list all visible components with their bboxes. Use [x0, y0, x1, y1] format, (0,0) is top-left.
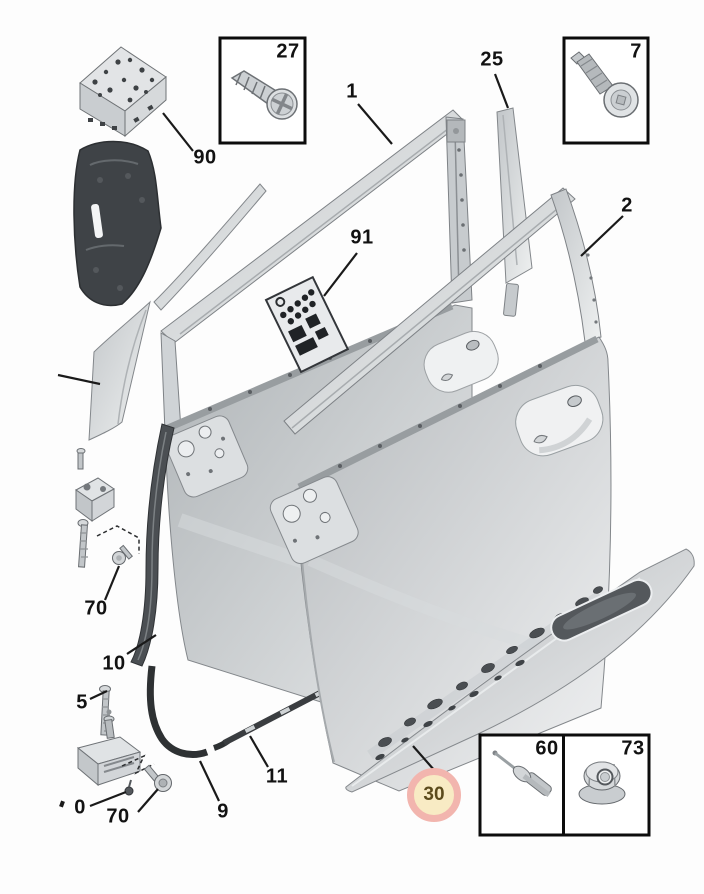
- window-channel-bracket-10: [130, 423, 175, 667]
- callout-25: 25: [480, 48, 504, 71]
- callout-91: 91: [350, 226, 374, 249]
- hinge-screw-70-upper: [112, 544, 133, 565]
- check-strap-clip: [124, 779, 134, 796]
- fastener-kit-block-90: [79, 46, 167, 138]
- blind-rivet-icon: [492, 750, 552, 797]
- leader-lines: [57, 73, 624, 813]
- shoulder-bolt-icon: [570, 51, 639, 118]
- door-module-carrier-panel: [73, 140, 162, 307]
- door-1-hinge-plate: [165, 415, 249, 498]
- door-lower-seal-9: [146, 665, 230, 758]
- callout-90: 90: [193, 146, 217, 169]
- inset-box-bolt-7: [562, 36, 650, 145]
- callout-10: 10: [102, 652, 126, 675]
- callout-7: 7: [630, 40, 642, 63]
- callout-70-upper: 70: [84, 597, 108, 620]
- tire-pressure-label-91: [264, 275, 350, 374]
- callout-60: 60: [535, 737, 559, 760]
- callout-70-lower: 70: [106, 805, 130, 828]
- clipped-digit-fragment: [59, 800, 65, 808]
- callout-5: 5: [76, 691, 88, 714]
- inset-box-rivet-nut: [478, 733, 651, 837]
- b-pillar-applique-25: [496, 107, 533, 317]
- callout-2: 2: [621, 194, 633, 217]
- hinge-screw-70-lower: [143, 764, 172, 792]
- front-pillar-sail-trim: [88, 183, 267, 441]
- callout-73: 73: [621, 737, 645, 760]
- door-2-hinge-plate: [269, 476, 359, 565]
- flange-nut-icon: [578, 761, 626, 805]
- door-check-strap-assembly: [76, 709, 155, 787]
- tapping-screw-icon: [230, 70, 298, 120]
- upper-hinge-assembly: [75, 448, 140, 568]
- callout-27: 27: [276, 40, 300, 63]
- callout-30-number: 30: [423, 784, 445, 805]
- inset-box-screw-27: [218, 36, 307, 145]
- callout-30-highlighted: 30: [407, 768, 461, 822]
- door-2-handle-recess: [515, 384, 604, 457]
- side-protection-molding-30: [345, 548, 695, 793]
- callout-1: 1: [346, 80, 358, 103]
- door-1-handle-recess: [423, 330, 499, 393]
- callout-11: 11: [265, 765, 289, 788]
- callout-0-clipped: 0: [74, 796, 86, 819]
- callout-9: 9: [217, 800, 229, 823]
